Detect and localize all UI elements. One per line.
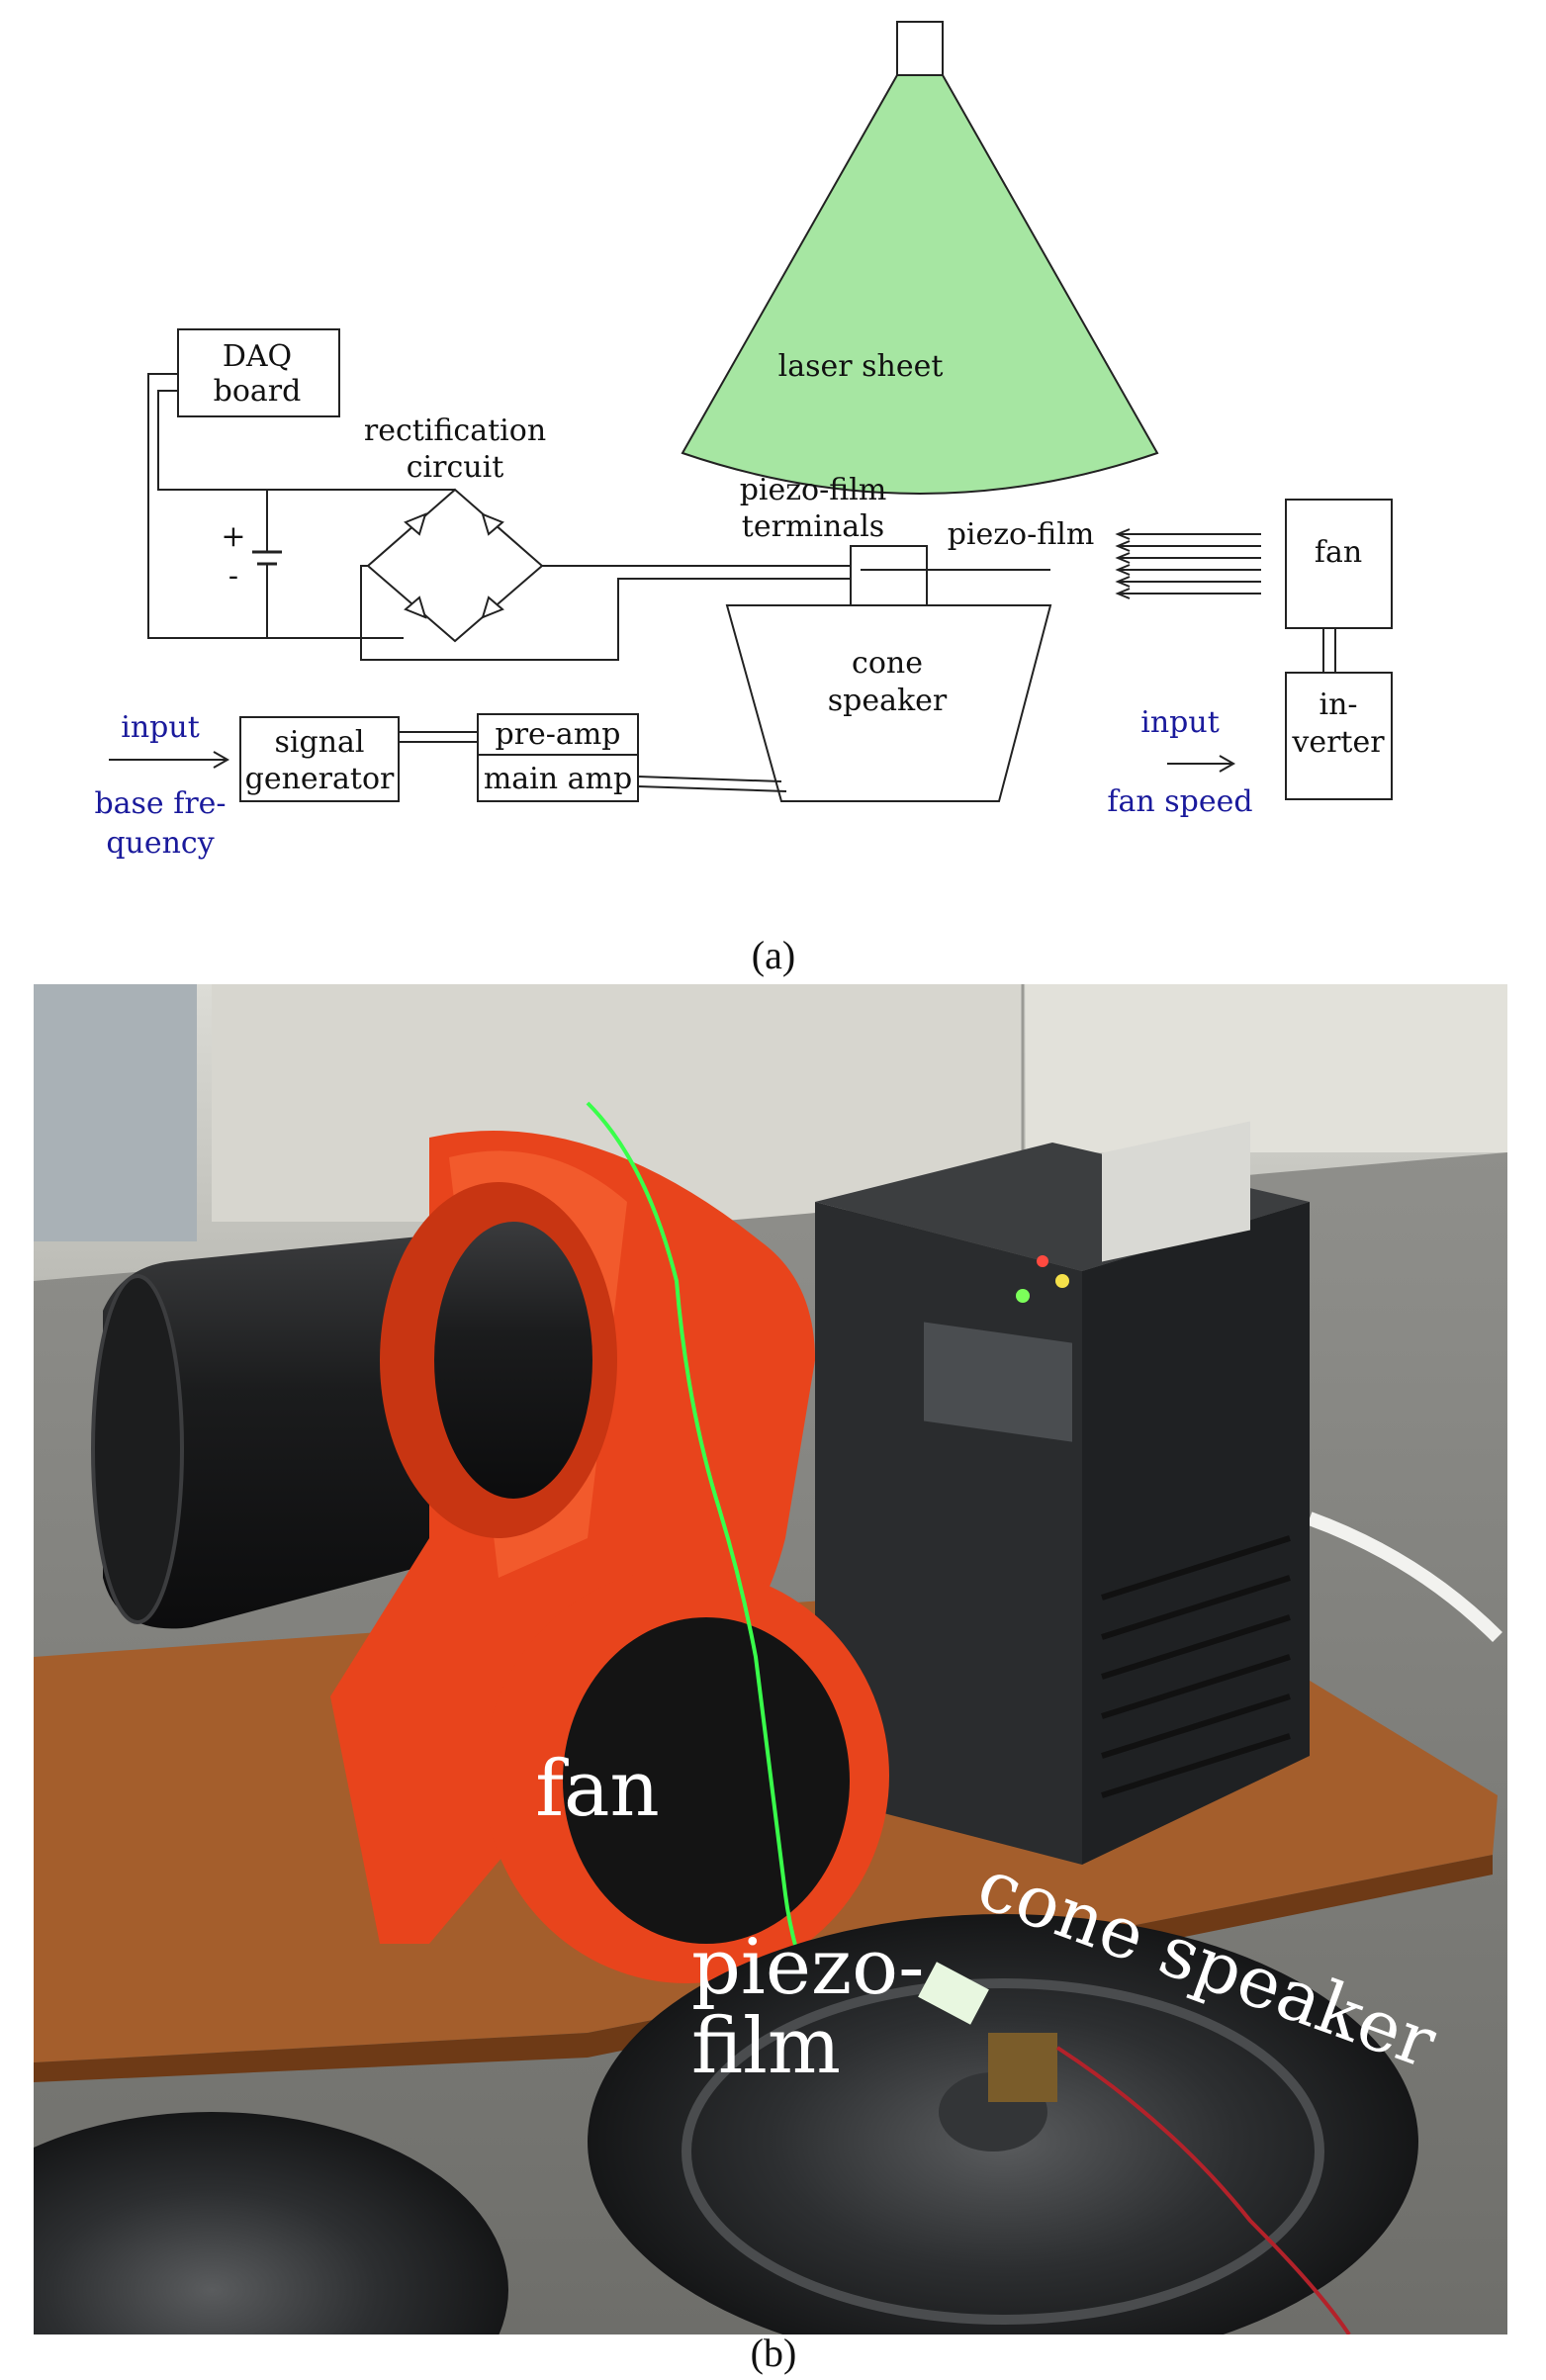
diode-2 [481,512,504,536]
inverter-label: in- [1319,687,1357,722]
diode-1 [404,512,427,536]
cabinet-right [1026,984,1507,1152]
battery-minus: - [228,559,238,594]
fan-inlet-hub [434,1222,592,1499]
piezo-terminal-block [988,2033,1057,2102]
speaker-shape [725,604,1052,802]
inverter-side [1082,1202,1310,1865]
wire-daq-outer [147,373,404,639]
terminals-label: piezo-film [740,473,887,507]
photo-illustration: fan piezo- film cone speaker [34,984,1507,2334]
pre-amp-label: pre-amp [496,717,621,752]
wire-daq-inner [157,390,455,491]
wooden-board-edge [34,1855,1493,2082]
terminal-box [850,545,928,606]
rectification-label-2: circuit [407,450,504,485]
daq-label-2: board [214,374,302,409]
daq-label: DAQ [223,339,292,374]
speaker-label-2: speaker [828,684,948,718]
inverter-keypad [924,1322,1072,1442]
rectification-label: rectification [364,413,546,448]
speaker-wire [1055,2046,1351,2334]
inverter-label-2: verter [1291,725,1385,760]
wire-amp-speaker-1 [637,776,782,782]
laser-head [896,21,944,76]
fan-box [1285,499,1393,629]
input-base-freq-label-2: quency [106,826,214,861]
setup-photo: fan piezo- film cone speaker [34,984,1507,2334]
battery-plus: + [221,519,245,554]
inverter-label-sticker [1102,1121,1250,1262]
inverter-led-green [1016,1289,1030,1303]
setup-schematic: laser sheet DAQ board + - rectification … [94,21,1393,861]
input-fan-speed-label: fan speed [1107,784,1252,819]
fan-outlet-opening [563,1617,850,1944]
daq-board-box [177,328,340,417]
diode-4 [481,595,504,619]
input-fan-label: input [1140,705,1220,740]
terminals-label-2: terminals [742,509,884,544]
signal-generator-label: signal [275,725,365,760]
wire-amp-speaker-2 [637,785,787,792]
laser-sheet-label: laser sheet [778,349,944,384]
inverter-led-yellow [1055,1274,1069,1288]
signal-generator-box [239,716,400,802]
cone-speaker-left [34,2112,508,2334]
speaker-label: cone [852,646,923,681]
photo-piezo-label-2: film [691,2002,841,2091]
airflow-arrows [1115,528,1261,599]
amp-box [477,713,639,802]
inverter-vent-grille [1101,1535,1291,1798]
piezo-film-strip [918,1962,989,2025]
caption-a: (a) [751,933,796,977]
caption-b: (b) [750,2331,797,2375]
inverter-box [1285,672,1393,800]
input-base-freq-label: base fre- [94,786,226,821]
fan-motor-end [91,1274,184,1624]
input-base-arrowhead [213,751,230,769]
laser-sheet [681,74,1159,495]
photo-piezo-label: piezo- [691,1923,924,2012]
main-amp-label: main amp [484,762,632,796]
signal-generator-label-2: generator [245,762,395,796]
wire-bridge-left [360,565,851,661]
fan-label: fan [1315,535,1362,570]
diode-3 [404,595,427,619]
piezo-film-label: piezo-film [948,517,1095,552]
cabinet-left [34,984,197,1241]
photo-fan-label: fan [535,1745,660,1834]
input-base-label: input [121,710,200,745]
input-fan-arrowhead [1219,755,1236,773]
diode-bridge [366,488,544,643]
cone-speaker-surround [682,1978,1324,2325]
inverter-led-red [1037,1255,1048,1267]
power-cable [1307,1511,1502,1642]
